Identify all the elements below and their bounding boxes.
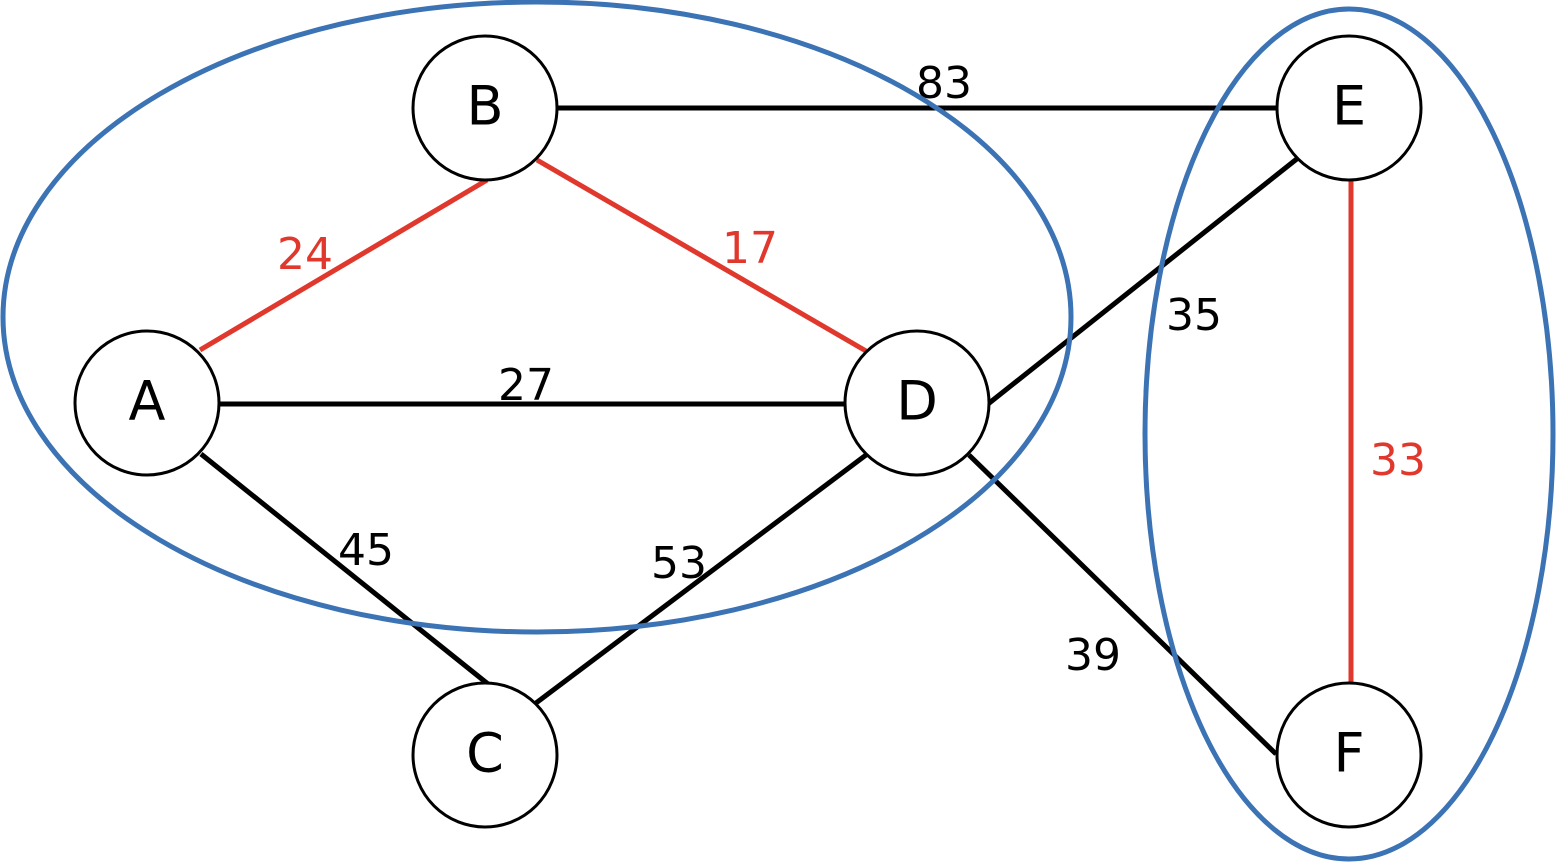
node-e: E (1275, 34, 1423, 182)
edge-b-d (535, 157, 868, 354)
node-label-c: C (466, 722, 504, 785)
edges-layer (198, 105, 1354, 756)
edge-d-f (967, 453, 1278, 756)
node-label-a: A (129, 370, 166, 433)
edge-weight-label-a-c: 45 (338, 525, 394, 576)
edge-weight-label-d-f: 39 (1065, 630, 1121, 681)
node-b: B (411, 34, 559, 182)
node-circle-d (843, 329, 991, 477)
node-circle-a (73, 329, 221, 477)
node-label-f: F (1333, 722, 1364, 785)
edge-weight-label-a-d: 27 (498, 360, 554, 411)
node-c: C (411, 681, 559, 829)
node-label-e: E (1332, 75, 1366, 138)
edge-weight-label-c-d: 53 (651, 538, 707, 589)
node-circle-e (1275, 34, 1423, 182)
node-label-d: D (896, 370, 938, 433)
edge-c-d (534, 453, 868, 705)
node-a: A (73, 329, 221, 477)
edge-weight-label-e-f: 33 (1370, 435, 1426, 486)
node-f: F (1275, 681, 1423, 829)
edge-a-c (199, 452, 490, 686)
node-d: D (843, 329, 991, 477)
cluster-outline-ef (1142, 6, 1556, 862)
edge-weight-label-b-d: 17 (722, 223, 778, 274)
node-label-b: B (466, 75, 503, 138)
edge-d-e (986, 156, 1300, 406)
node-circle-b (411, 34, 559, 182)
node-circle-f (1275, 681, 1423, 829)
edge-weight-label-d-e: 35 (1166, 290, 1222, 341)
node-circle-c (411, 681, 559, 829)
cluster-outline-abcd (0, 0, 1074, 635)
nodes-layer: A B C D E F (73, 34, 1423, 829)
edge-weight-label-a-b: 24 (277, 229, 333, 280)
edge-a-b (198, 177, 489, 353)
